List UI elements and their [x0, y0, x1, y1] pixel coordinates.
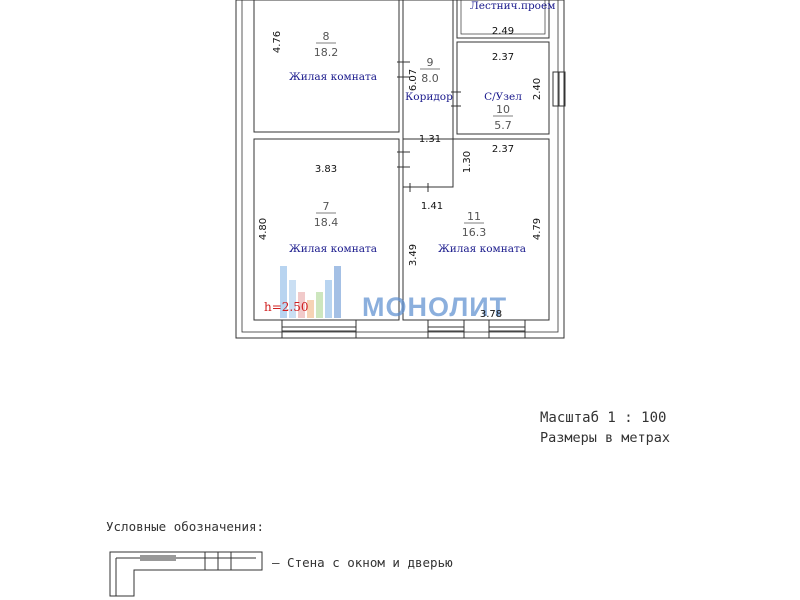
- room-9-number: 9: [427, 56, 434, 69]
- openings: [281, 61, 566, 339]
- watermark-brand: МОНОЛИТ: [362, 292, 507, 322]
- dim-3-83: 3.83: [315, 164, 337, 175]
- room-7-number: 7: [323, 200, 330, 213]
- dim-4-80: 4.80: [258, 218, 269, 240]
- room-9-name: Коридор: [405, 91, 453, 103]
- dim-1-30: 1.30: [462, 151, 473, 173]
- scale-text: Масштаб 1 : 100: [540, 410, 666, 426]
- room-7-area: 18.4: [314, 216, 339, 229]
- units-text: Размеры в метрах: [540, 430, 670, 446]
- dim-2-37-mid: 2.37: [492, 144, 514, 155]
- dim-3-78: 3.78: [480, 309, 502, 320]
- legend-wall-symbol-icon: [109, 551, 263, 597]
- dim-4-76: 4.76: [272, 31, 283, 53]
- dim-2-37-top: 2.37: [492, 52, 514, 63]
- room-8-name: Жилая комната: [289, 71, 377, 83]
- legend-wall-description: – Стена с окном и дверью: [272, 555, 453, 570]
- room-8-area: 18.2: [314, 46, 339, 59]
- room-11-number: 11: [467, 210, 481, 223]
- room-10-name: С/Узел: [484, 91, 522, 103]
- room-9-area: 8.0: [421, 72, 439, 85]
- dim-4-79: 4.79: [532, 218, 543, 240]
- dim-2-49: 2.49: [492, 26, 514, 37]
- room-10-area: 5.7: [494, 119, 512, 132]
- legend-title: Условные обозначения:: [106, 519, 264, 534]
- dim-2-40: 2.40: [532, 78, 543, 100]
- dim-1-31: 1.31: [419, 134, 441, 145]
- dim-3-49: 3.49: [408, 244, 419, 266]
- room-11-area: 16.3: [462, 226, 487, 239]
- dim-6-07: 6.07: [408, 69, 419, 91]
- room-10-number: 10: [496, 103, 510, 116]
- room-7-name: Жилая комната: [289, 243, 377, 255]
- room-11-name: Жилая комната: [438, 243, 526, 255]
- dim-1-41: 1.41: [421, 201, 443, 212]
- stairwell-label: Лестнич.проем: [470, 0, 555, 12]
- watermark-logo-icon: [280, 266, 341, 318]
- room-8-number: 8: [323, 30, 330, 43]
- ceiling-height-label: h=2.50: [264, 300, 309, 314]
